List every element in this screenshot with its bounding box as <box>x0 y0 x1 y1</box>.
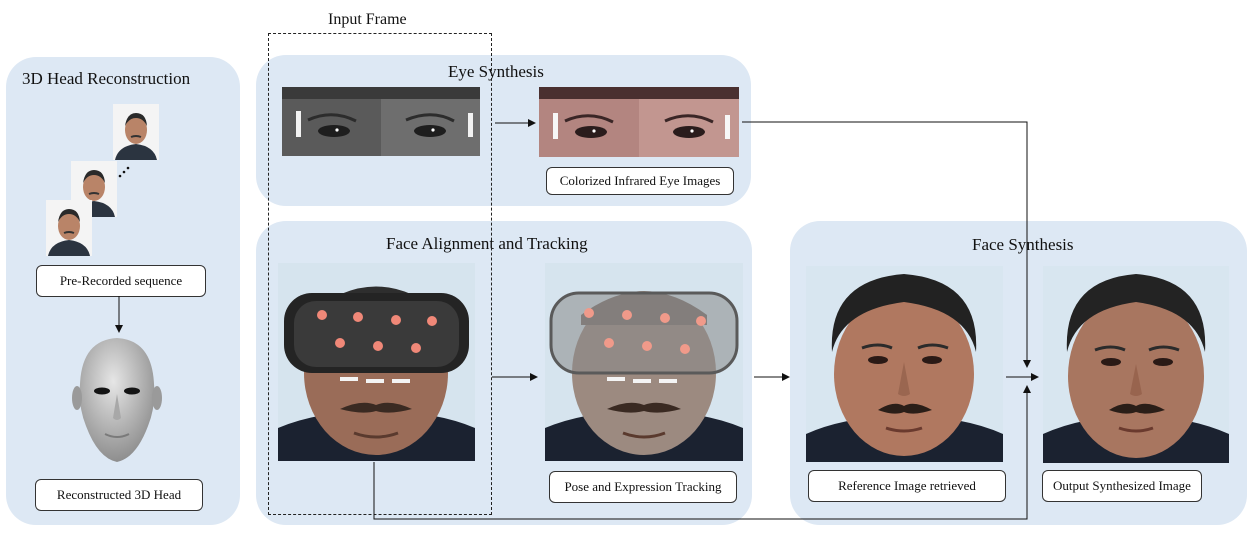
reconstructed-3d-head-image <box>72 336 162 464</box>
sequence-frame-2 <box>71 161 117 217</box>
reconstructed-3d-head-label: Reconstructed 3D Head <box>35 479 203 511</box>
colorized-eye-image <box>539 87 739 157</box>
face-alignment-title: Face Alignment and Tracking <box>386 234 588 253</box>
infrared-eye-image <box>282 87 480 156</box>
input-frame-title: Input Frame <box>328 11 407 28</box>
tracking-overlay-image <box>545 263 743 461</box>
reference-image-label: Reference Image retrieved <box>808 470 1006 502</box>
pre-recorded-sequence-label: Pre-Recorded sequence <box>36 265 206 297</box>
eye-synthesis-title: Eye Synthesis <box>448 62 544 81</box>
input-frame-box <box>268 33 492 515</box>
sequence-frame-1 <box>46 200 92 256</box>
colorized-eye-images-label: Colorized Infrared Eye Images <box>546 167 734 195</box>
pose-expression-tracking-label: Pose and Expression Tracking <box>549 471 737 503</box>
output-synthesized-image-label: Output Synthesized Image <box>1042 470 1202 502</box>
sequence-frame-3 <box>113 104 159 160</box>
output-synthesized-face-image <box>1043 266 1229 463</box>
reference-face-image <box>806 266 1003 462</box>
head-reconstruction-title: 3D Head Reconstruction <box>22 69 191 88</box>
face-synthesis-title: Face Synthesis <box>972 235 1074 254</box>
